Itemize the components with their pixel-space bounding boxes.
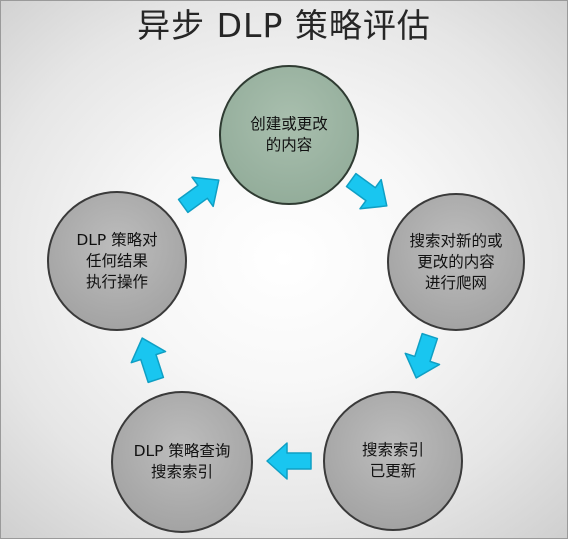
node-search-crawl-label: 搜索对新的或 更改的内容 进行爬网 — [409, 231, 503, 292]
node-content-created: 创建或更改 的内容 — [219, 65, 359, 205]
node-index-updated-label: 搜索索引 已更新 — [361, 441, 424, 480]
arrow-right-icon — [345, 172, 388, 210]
arrow-right-icon — [177, 176, 220, 214]
node-dlp-query: DLP 策略查询 搜索索引 — [111, 391, 253, 533]
arrow-right-icon — [404, 332, 441, 379]
node-dlp-query-label: DLP 策略查询 搜索索引 — [133, 442, 231, 481]
node-dlp-action-label: DLP 策略对 任何结果 执行操作 — [76, 230, 158, 291]
arrow-right-icon — [266, 442, 312, 480]
arrow-right-icon — [130, 337, 167, 384]
node-index-updated: 搜索索引 已更新 — [323, 391, 463, 531]
node-search-crawl: 搜索对新的或 更改的内容 进行爬网 — [387, 193, 525, 331]
node-dlp-action: DLP 策略对 任何结果 执行操作 — [47, 191, 187, 331]
node-content-created-label: 创建或更改 的内容 — [250, 115, 328, 154]
diagram-title: 异步 DLP 策略评估 — [137, 6, 431, 45]
